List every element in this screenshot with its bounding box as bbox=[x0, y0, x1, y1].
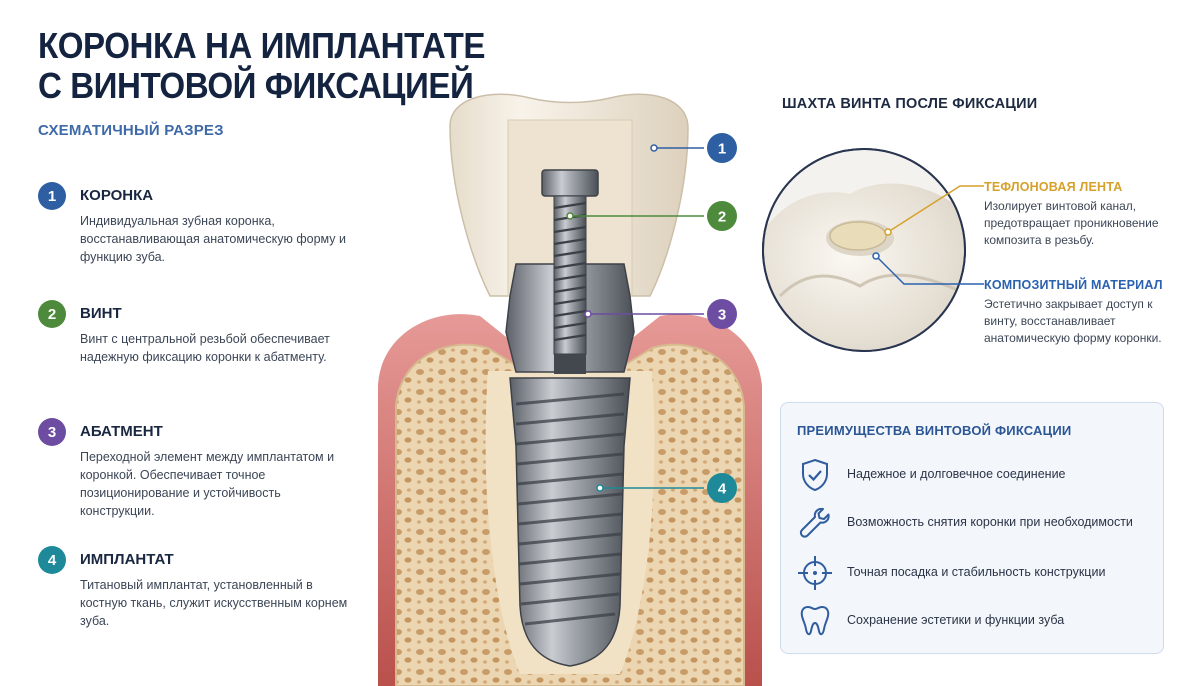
subtitle: СХЕМАТИЧНЫЙ РАЗРЕЗ bbox=[38, 122, 224, 139]
legend-desc-screw: Винт с центральной резьбой обеспечивает … bbox=[80, 332, 330, 364]
advantage-item: Сохранение эстетики и функции зуба bbox=[795, 601, 1155, 641]
occlusal-view-svg bbox=[762, 148, 966, 352]
access-channel-title: ШАХТА ВИНТА ПОСЛЕ ФИКСАЦИИ bbox=[782, 96, 1038, 112]
title-line-1: КОРОНКА НА ИМПЛАНТАТЕ bbox=[38, 25, 486, 66]
legend-heading-screw: ВИНТ bbox=[80, 305, 122, 322]
advantage-text: Возможность снятия коронки при необходим… bbox=[847, 515, 1133, 529]
advantages-title: ПРЕИМУЩЕСТВА ВИНТОВОЙ ФИКСАЦИИ bbox=[797, 423, 1072, 438]
callout-composite-desc: Эстетично закрывает доступ к винту, восс… bbox=[984, 297, 1162, 345]
legend-item-crown: 1 КОРОНКА Индивидуальная зубная коронка,… bbox=[38, 182, 358, 272]
callout-composite: КОМПОЗИТНЫЙ МАТЕРИАЛ Эстетично закрывает… bbox=[984, 278, 1184, 347]
implant-body bbox=[509, 377, 631, 667]
legend-item-implant: 4 ИМПЛАНТАТ Титановый имплантат, установ… bbox=[38, 546, 358, 636]
legend-heading-abutment: АБАТМЕНТ bbox=[80, 423, 163, 440]
leader-lines bbox=[570, 147, 704, 489]
legend-number-3: 3 bbox=[38, 418, 66, 446]
tooth-icon bbox=[795, 601, 835, 641]
marker-3-label: 3 bbox=[718, 307, 726, 324]
legend-heading-crown: КОРОНКА bbox=[80, 187, 154, 204]
cross-section-diagram: 1 2 3 4 bbox=[370, 86, 770, 686]
advantage-text: Точная посадка и стабильность конструкци… bbox=[847, 565, 1106, 579]
advantage-item: Возможность снятия коронки при необходим… bbox=[795, 503, 1155, 543]
marker-4-label: 4 bbox=[718, 481, 727, 498]
advantage-text: Сохранение эстетики и функции зуба bbox=[847, 613, 1065, 627]
legend-desc-implant: Титановый имплантат, установленный в кос… bbox=[80, 578, 348, 628]
cross-section-svg: 1 2 3 4 bbox=[378, 93, 762, 686]
advantages-panel: ПРЕИМУЩЕСТВА ВИНТОВОЙ ФИКСАЦИИ Надежное … bbox=[780, 402, 1164, 654]
legend-desc-crown: Индивидуальная зубная коронка, восстанав… bbox=[80, 214, 346, 264]
screw bbox=[541, 169, 599, 355]
callout-teflon: ТЕФЛОНОВАЯ ЛЕНТА Изолирует винтовой кана… bbox=[984, 180, 1184, 249]
callout-composite-heading: КОМПОЗИТНЫЙ МАТЕРИАЛ bbox=[984, 278, 1163, 292]
title-line-2: С ВИНТОВОЙ ФИКСАЦИЕЙ bbox=[38, 65, 474, 106]
advantage-text: Надежное и долговечное соединение bbox=[847, 467, 1066, 481]
legend-heading-implant: ИМПЛАНТАТ bbox=[80, 551, 174, 568]
marker-3: 3 bbox=[707, 299, 737, 329]
marker-1: 1 bbox=[707, 133, 737, 163]
legend-number-4: 4 bbox=[38, 546, 66, 574]
shield-check-icon bbox=[795, 455, 835, 495]
legend-number-2: 2 bbox=[38, 300, 66, 328]
wrench-icon bbox=[795, 503, 835, 543]
marker-2: 2 bbox=[707, 201, 737, 231]
marker-1-label: 1 bbox=[718, 141, 726, 158]
legend-desc-abutment: Переходной элемент между имплантатом и к… bbox=[80, 450, 335, 518]
legend-item-abutment: 3 АБАТМЕНТ Переходной элемент между импл… bbox=[38, 418, 358, 528]
legend-number-1: 1 bbox=[38, 182, 66, 210]
marker-4: 4 bbox=[707, 473, 737, 503]
callout-teflon-desc: Изолирует винтовой канал, предотвращает … bbox=[984, 199, 1159, 247]
advantage-item: Надежное и долговечное соединение bbox=[795, 455, 1155, 495]
legend-item-screw: 2 ВИНТ Винт с центральной резьбой обеспе… bbox=[38, 300, 358, 390]
advantage-item: Точная посадка и стабильность конструкци… bbox=[795, 553, 1155, 593]
crosshair-icon bbox=[795, 553, 835, 593]
page-title: КОРОНКА НА ИМПЛАНТАТЕ С ВИНТОВОЙ ФИКСАЦИ… bbox=[38, 25, 486, 106]
marker-2-label: 2 bbox=[718, 209, 726, 226]
callout-teflon-heading: ТЕФЛОНОВАЯ ЛЕНТА bbox=[984, 180, 1123, 194]
occlusal-view-circle bbox=[760, 146, 968, 354]
